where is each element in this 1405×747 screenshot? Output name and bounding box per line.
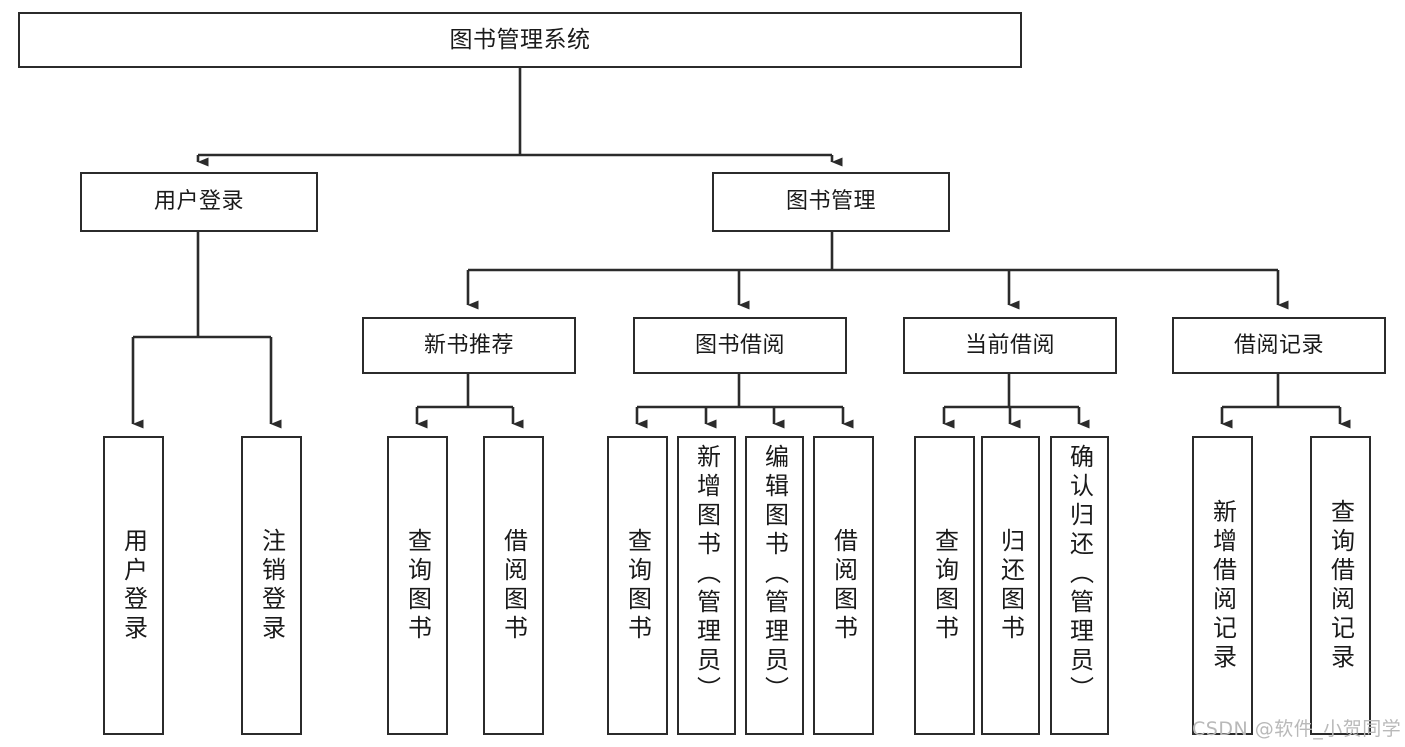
node-label: 借阅图书 [829,527,858,644]
node-label: 新增图书（管理员） [692,444,721,705]
node-label: 图书管理系统 [449,26,591,53]
node-leaf-query-book-3[interactable]: 查询图书 [914,436,975,735]
node-label: 查询图书 [403,527,432,644]
node-book-manage[interactable]: 图书管理 [712,172,950,232]
node-leaf-confirm-return[interactable]: 确认归还（管理员） [1050,436,1109,735]
node-leaf-borrow-book-1[interactable]: 借阅图书 [483,436,544,735]
node-label: 注销登录 [257,527,286,644]
node-leaf-borrow-book-2[interactable]: 借阅图书 [813,436,874,735]
node-label: 新增借阅记录 [1208,498,1237,673]
node-leaf-return-book[interactable]: 归还图书 [981,436,1040,735]
node-leaf-user-login[interactable]: 用户登录 [103,436,164,735]
node-label: 编辑图书（管理员） [760,444,789,705]
node-borrow-record[interactable]: 借阅记录 [1172,317,1386,374]
node-label: 图书管理 [785,189,876,214]
node-label: 用户登录 [119,527,148,644]
node-label: 查询借阅记录 [1326,498,1355,673]
node-new-book-recommend[interactable]: 新书推荐 [362,317,576,374]
node-user-login[interactable]: 用户登录 [80,172,318,232]
node-leaf-logout-login[interactable]: 注销登录 [241,436,302,735]
node-leaf-add-book[interactable]: 新增图书（管理员） [677,436,736,735]
node-label: 新书推荐 [423,332,514,358]
node-leaf-add-record[interactable]: 新增借阅记录 [1192,436,1253,735]
node-label: 借阅记录 [1233,332,1324,358]
csdn-watermark: CSDN @软件_小贺同学 [1192,718,1402,740]
node-label: 确认归还（管理员） [1065,444,1094,705]
node-label: 图书借阅 [694,332,785,358]
node-label: 查询图书 [623,527,652,644]
node-label: 归还图书 [996,527,1025,644]
node-root-book-management-system[interactable]: 图书管理系统 [18,12,1022,68]
node-leaf-query-book-1[interactable]: 查询图书 [387,436,448,735]
node-leaf-query-record[interactable]: 查询借阅记录 [1310,436,1371,735]
node-label: 用户登录 [153,189,244,214]
node-book-borrow[interactable]: 图书借阅 [633,317,847,374]
node-current-borrow[interactable]: 当前借阅 [903,317,1117,374]
node-leaf-query-book-2[interactable]: 查询图书 [607,436,668,735]
node-label: 当前借阅 [964,332,1055,358]
node-leaf-edit-book[interactable]: 编辑图书（管理员） [745,436,804,735]
node-label: 借阅图书 [499,527,528,644]
node-label: 查询图书 [930,527,959,644]
